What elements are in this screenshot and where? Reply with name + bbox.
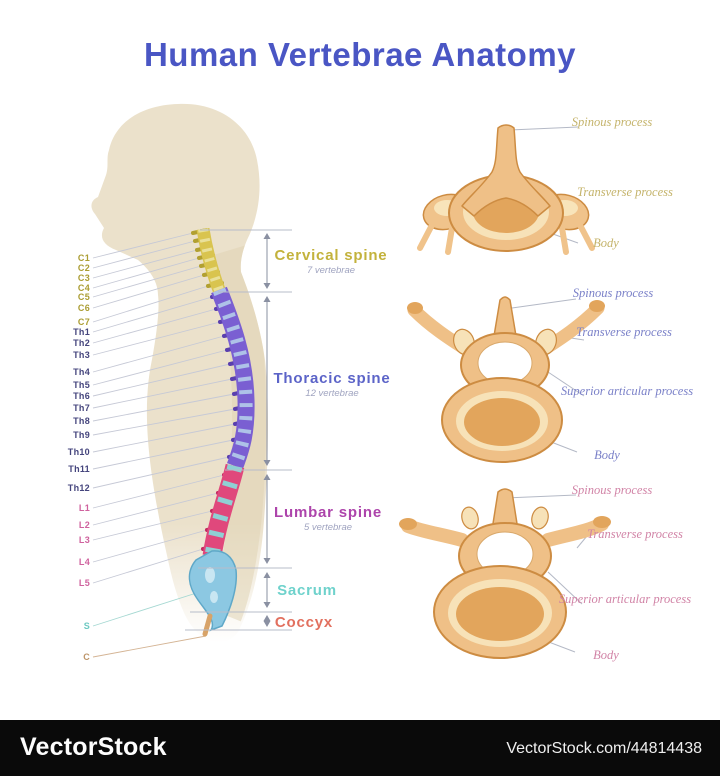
vertebra-label-c2: C2	[77, 263, 90, 273]
label-superior-articular-process-v3: Superior articular process	[558, 592, 692, 606]
leader-line	[92, 308, 217, 344]
leader-line	[92, 363, 231, 397]
leader-lines	[92, 232, 236, 658]
label-spinous-process-v1: Spinous process	[571, 115, 653, 129]
vertebra-label-c3: C3	[77, 273, 90, 283]
section-label-lumbar: Lumbar spine	[274, 504, 382, 521]
vertebra-label-l1: L1	[78, 503, 90, 513]
lumbar-vertebra-illustration	[399, 488, 611, 659]
leader-line	[92, 439, 234, 470]
leader-line	[92, 378, 233, 409]
spine-illustration	[188, 227, 255, 637]
vertebra-label-s: S	[83, 621, 90, 631]
vertebra-label-th12: Th12	[67, 483, 90, 493]
vertebra-label-th10: Th10	[67, 447, 90, 457]
label-body-v1: Body	[593, 236, 619, 250]
leader-line	[92, 474, 225, 509]
leader-line	[92, 510, 213, 541]
section-coccyx: Coccyx	[244, 614, 364, 631]
leader-line	[92, 321, 221, 356]
section-label-sacrum: Sacrum	[277, 582, 337, 599]
vertebra-label-l2: L2	[78, 520, 90, 530]
leader-line	[92, 335, 225, 373]
vertebra-label-th1: Th1	[73, 327, 90, 337]
lumbar-spine-segment	[202, 463, 245, 558]
label-superior-articular-process-v2: Superior articular process	[560, 384, 694, 398]
leader-line	[92, 296, 213, 333]
leader-line	[92, 274, 205, 309]
vertebra-label-c: C	[83, 652, 90, 662]
leader-line	[92, 456, 230, 489]
leader-line	[92, 408, 236, 436]
section-label-cervical: Cervical spine	[274, 247, 388, 264]
vertebra-label-c6: C6	[77, 303, 90, 313]
label-transverse-process-v2: Transverse process	[576, 325, 672, 339]
section-sub-lumbar: 5 vertebrae	[303, 522, 353, 533]
section-sub-thoracic: 12 vertebrae	[305, 388, 359, 399]
page-title: Human Vertebrae Anatomy	[143, 36, 577, 73]
leader-line	[92, 285, 209, 323]
leader-line	[92, 257, 200, 289]
coccyx-segment	[202, 613, 213, 637]
vertebra-label-c4: C4	[77, 283, 90, 293]
leader-line	[92, 548, 204, 584]
vertebra-label-th6: Th6	[73, 391, 90, 401]
leader-line	[92, 588, 210, 627]
vertebra-label-th3: Th3	[73, 350, 90, 360]
vertebra-label-th11: Th11	[68, 464, 90, 474]
vertebra-label-c7: C7	[77, 317, 90, 327]
vertebra-label-l4: L4	[78, 557, 90, 567]
vertebra-label-th5: Th5	[73, 380, 90, 390]
sacrum-segment	[188, 550, 238, 632]
vertebra-label-l5: L5	[78, 578, 90, 588]
dimension-lines	[185, 229, 292, 631]
section-sacrum: Sacrum	[247, 582, 367, 599]
sacrum-foramen	[210, 591, 218, 603]
leader-line	[92, 492, 219, 526]
leader-line	[92, 393, 235, 422]
leader-line	[92, 232, 194, 259]
section-lumbar: Lumbar spine 5 vertebrae	[268, 504, 388, 534]
leader-line	[92, 249, 198, 279]
leader-line	[92, 349, 228, 386]
cervical-discs	[198, 228, 224, 292]
leader-line	[92, 423, 236, 453]
label-spinous-process-v3: Spinous process	[571, 483, 653, 497]
thoracic-vertebra-illustration	[407, 296, 605, 463]
vertebra-label-th2: Th2	[73, 338, 90, 348]
vertebra-label-l3: L3	[78, 535, 90, 545]
sacrum-foramen	[205, 567, 215, 583]
label-body-v2: Body	[594, 448, 620, 462]
watermark-bar: VectorStock VectorStock.com/44814438	[0, 720, 720, 776]
section-label-coccyx: Coccyx	[274, 614, 334, 631]
section-sub-cervical: 7 vertebrae	[306, 265, 356, 276]
label-spinous-process-v2: Spinous process	[572, 286, 654, 300]
section-thoracic: Thoracic spine 12 vertebrae	[272, 370, 392, 400]
vectorstock-logo: VectorStock	[20, 733, 167, 761]
section-label-thoracic: Thoracic spine	[273, 370, 391, 387]
leader-line	[92, 529, 208, 563]
vertebra-label-th4: Th4	[73, 367, 90, 377]
label-transverse-process-v3: Transverse process	[587, 527, 683, 541]
image-credit-url: VectorStock.com/44814438	[506, 740, 702, 757]
label-body-v3: Body	[593, 648, 619, 662]
vertebra-label-th7: Th7	[73, 403, 90, 413]
leader-line	[92, 635, 207, 658]
vertebra-label-th9: Th9	[73, 430, 90, 440]
section-cervical: Cervical spine 7 vertebrae	[271, 247, 391, 277]
vertebra-label-th8: Th8	[73, 416, 90, 426]
label-transverse-process-v1: Transverse process	[577, 185, 673, 199]
vertebra-label-c5: C5	[77, 292, 90, 302]
cervical-vertebra-illustration	[417, 124, 595, 255]
thoracic-discs	[212, 287, 253, 469]
vertebra-label-c1: C1	[77, 253, 90, 263]
leader-line	[92, 265, 202, 298]
leader-line	[92, 240, 196, 269]
